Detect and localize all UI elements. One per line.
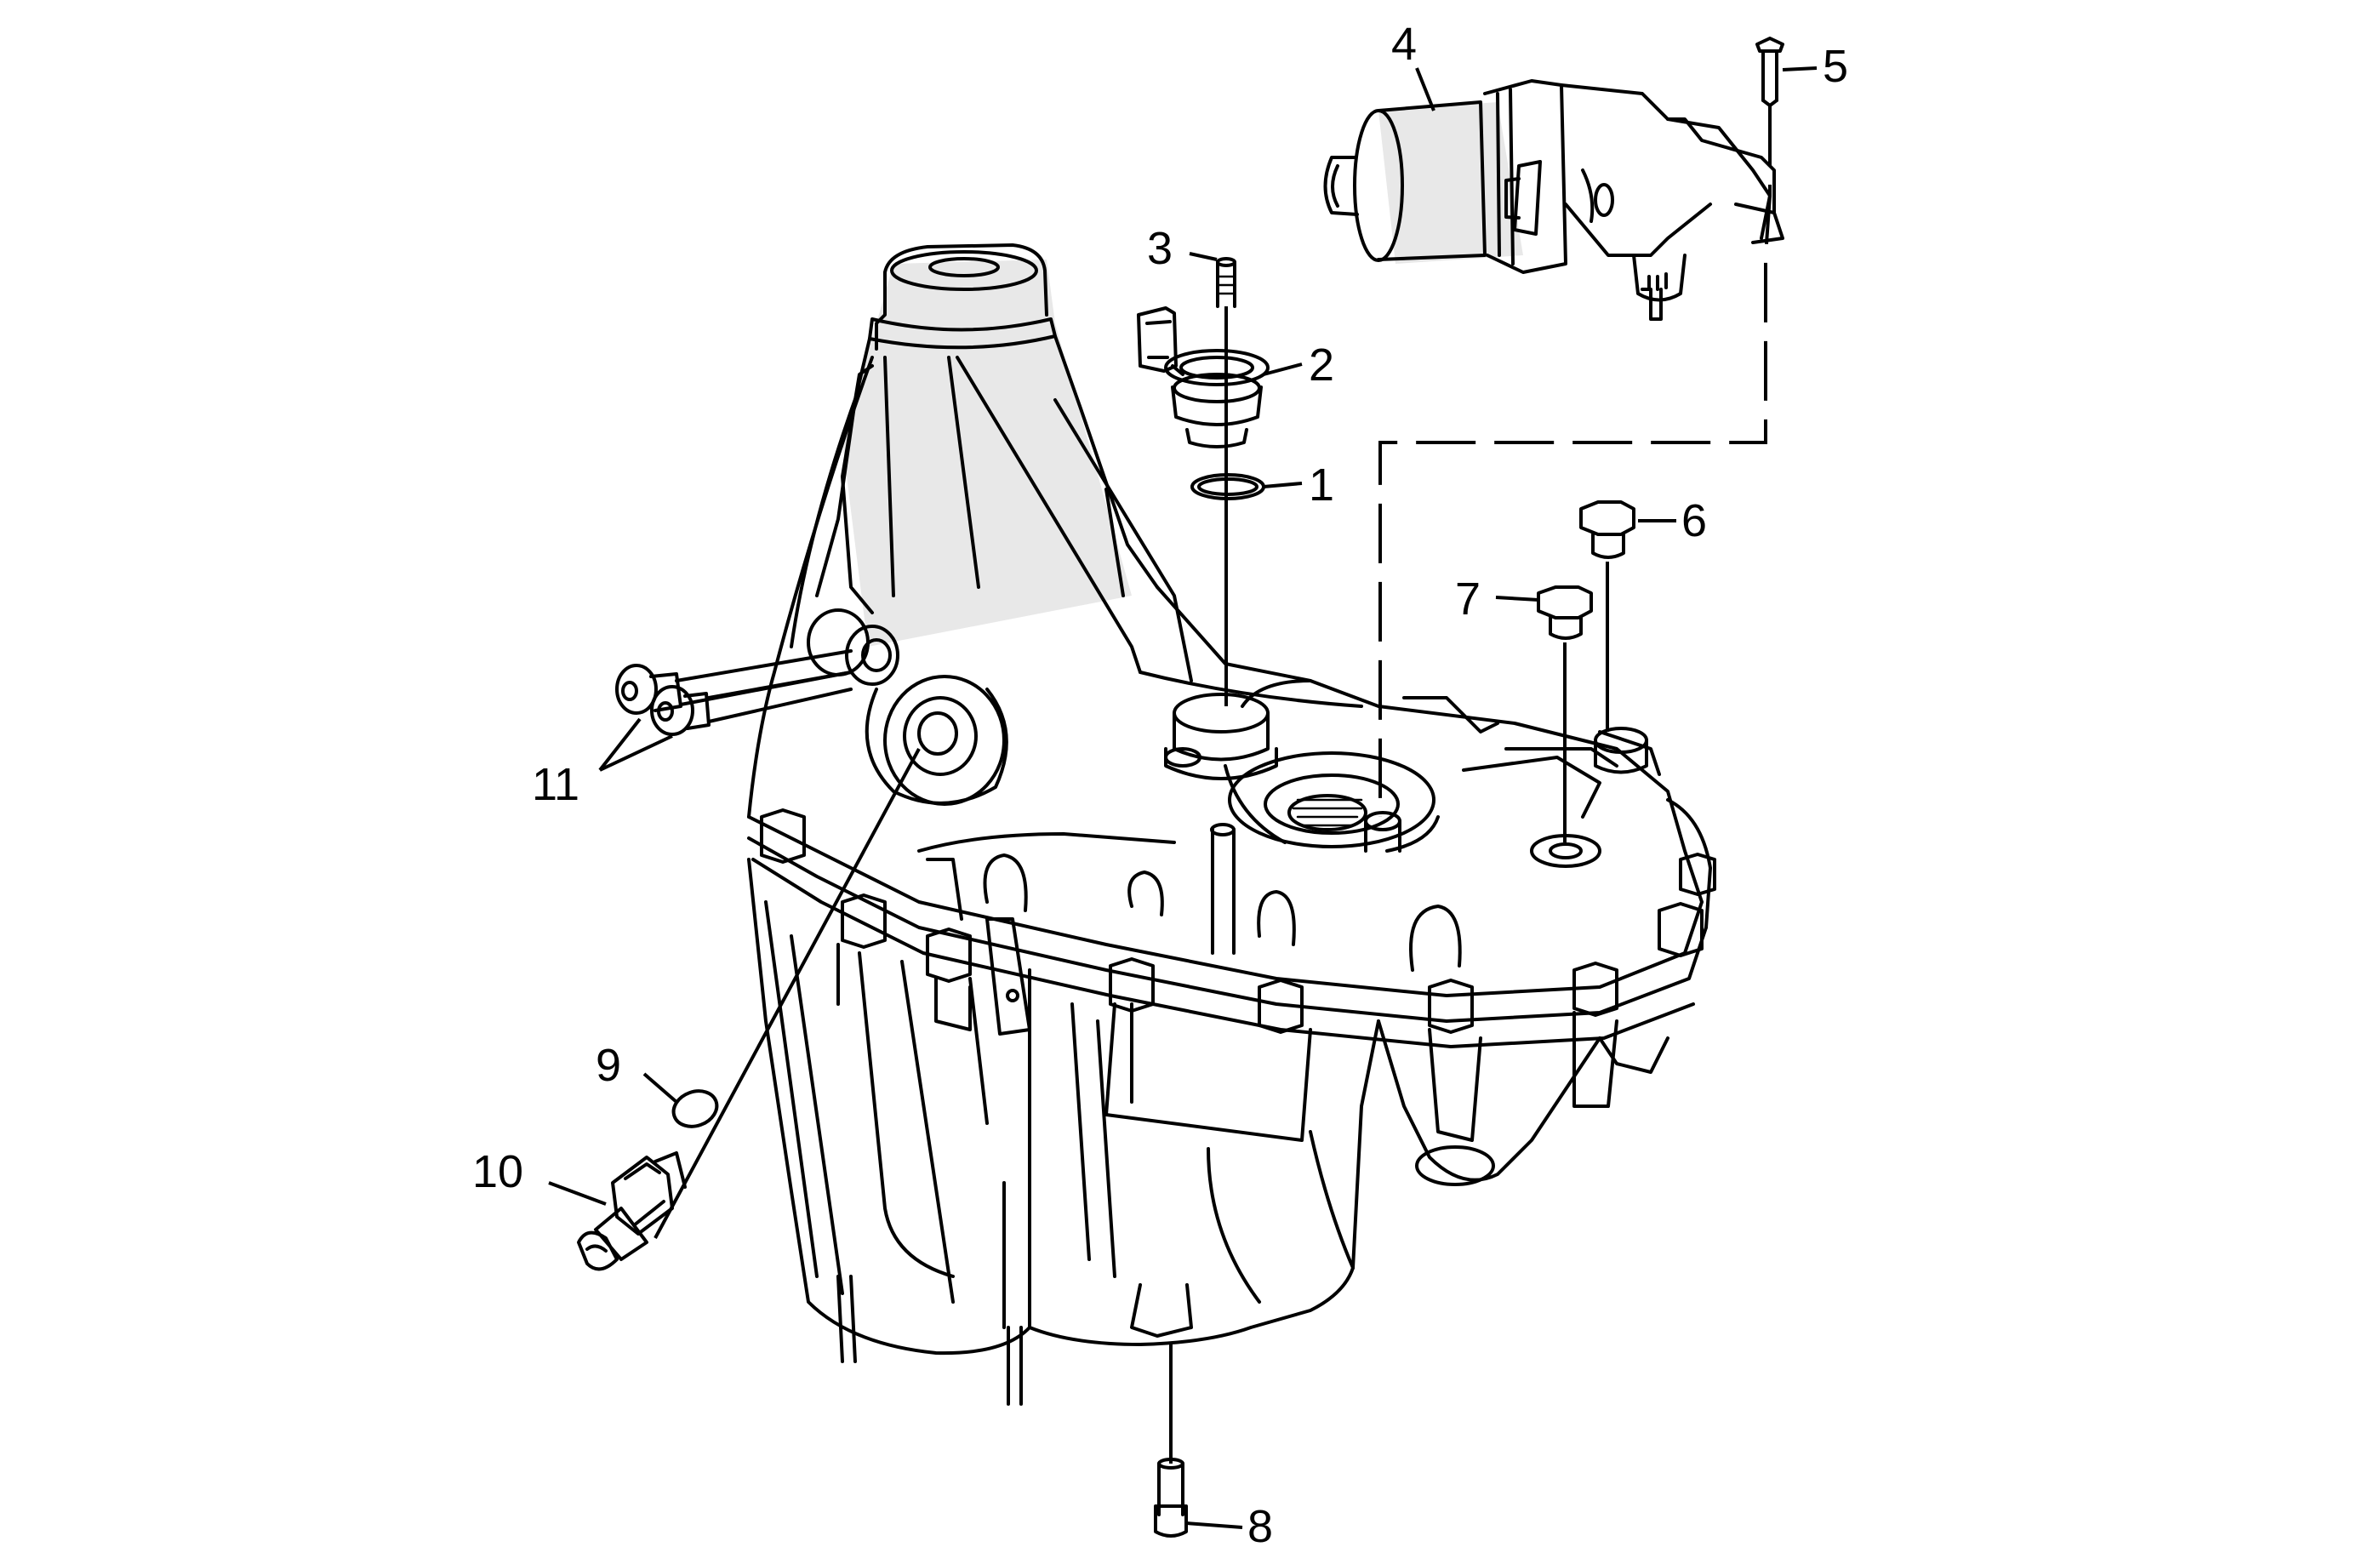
callout-11: 11 [532,759,579,810]
mounting-bolts [615,649,853,736]
encoder-motor-actuator [1323,79,1784,321]
transfer-case-housing [747,243,1716,1406]
callout-6: 6 [1681,495,1707,546]
callout-5: 5 [1823,41,1848,92]
callout-7: 7 [1455,574,1481,625]
sensor-bolt [1216,257,1236,308]
callout-4: 4 [1391,19,1417,70]
fill-plug [1579,500,1635,559]
callout-8: 8 [1247,1501,1273,1552]
flange-bolts [760,808,1716,1034]
callout-9: 9 [596,1040,621,1091]
callout-labels: 1 2 3 4 5 6 7 8 9 10 11 [472,19,1848,1552]
callout-3: 3 [1147,223,1173,274]
callout-10: 10 [472,1146,523,1197]
drain-plug-upper [1537,585,1593,640]
speed-sensor [1137,306,1270,448]
actuator-bolt [1755,37,1784,107]
guide-lines [654,106,1772,1464]
drain-bolt [1154,1458,1188,1538]
callout-leaders [548,66,1818,1529]
callout-2: 2 [1309,340,1334,391]
switch-o-ring [671,1089,719,1128]
callout-1: 1 [1309,459,1334,511]
